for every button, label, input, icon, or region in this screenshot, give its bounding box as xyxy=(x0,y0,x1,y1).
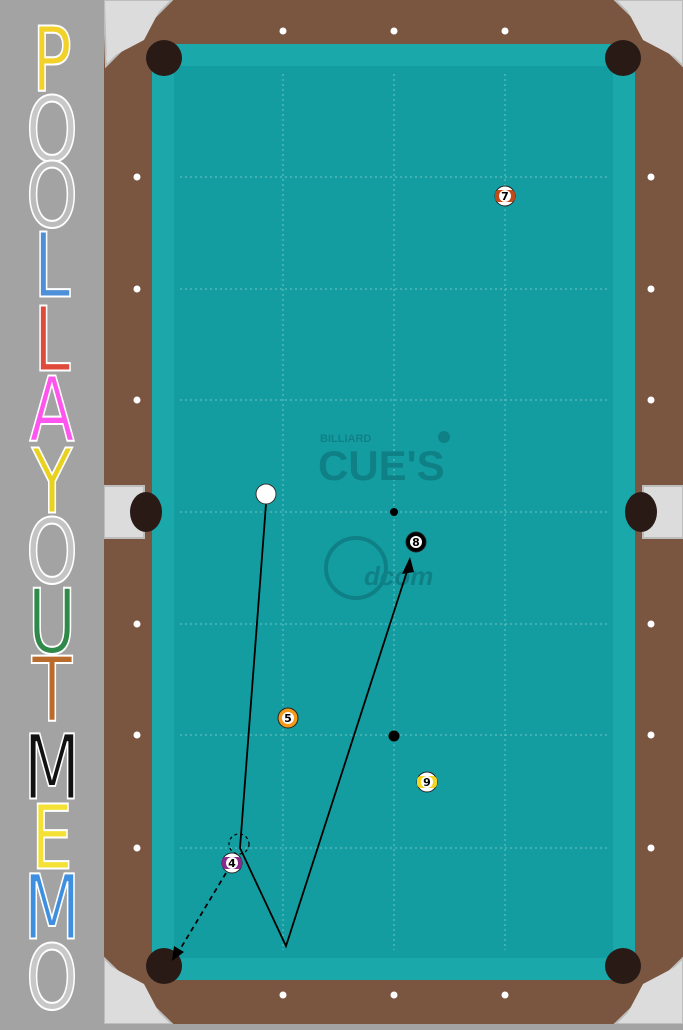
title-letter: M xyxy=(23,855,81,960)
title-letter: A xyxy=(29,357,76,462)
ball-number-spot xyxy=(421,776,433,788)
pool-table: BILLIARD CUE'S dcom 7 8 5 9 4 xyxy=(104,0,683,1024)
pocket-side-right xyxy=(625,492,657,532)
watermark-logo-icon xyxy=(324,536,388,600)
title-letter: O xyxy=(25,925,78,1030)
title-letter: O xyxy=(25,143,78,248)
ball-number: 8 xyxy=(412,536,420,549)
watermark-logo-text: dcom xyxy=(364,561,433,591)
head-spot xyxy=(390,508,398,516)
pocket-side-left xyxy=(130,492,162,532)
felt-grid xyxy=(180,74,607,950)
ball-4[interactable]: 4 xyxy=(221,852,243,874)
watermark: BILLIARD CUE'S dcom xyxy=(318,431,450,600)
title-letter: E xyxy=(30,785,73,890)
title-letter: P xyxy=(31,7,72,112)
foot-spot xyxy=(388,730,400,742)
cue-ball-path xyxy=(239,503,411,949)
pocket-bottom-right xyxy=(605,948,641,984)
title-letter: O xyxy=(25,77,78,182)
ball-8[interactable]: 8 xyxy=(405,531,427,553)
title-letter: L xyxy=(33,287,71,392)
title-letter: M xyxy=(23,715,81,820)
ball-number-spot xyxy=(282,712,294,724)
title-letter: O xyxy=(25,499,78,604)
arrow-8-icon xyxy=(402,557,414,574)
title-letter: U xyxy=(27,569,77,674)
ball-number: 7 xyxy=(501,190,509,203)
ball-number-spot xyxy=(499,190,511,202)
watermark-brand-text: CUE'S xyxy=(318,442,445,489)
title-letter: Y xyxy=(31,429,73,534)
object-ball-path xyxy=(175,872,227,957)
pocket-top-right xyxy=(605,40,641,76)
ghost-ball xyxy=(228,833,250,855)
ball-5[interactable]: 5 xyxy=(277,707,299,729)
rail-diamonds xyxy=(133,27,655,999)
ball-number-spot xyxy=(410,536,422,548)
shot-lines xyxy=(175,503,411,957)
pocket-top-left xyxy=(146,40,182,76)
object-balls: 7 8 5 9 4 xyxy=(221,185,516,874)
watermark-ball-icon xyxy=(438,431,450,443)
arrow-pocket-icon xyxy=(172,946,184,961)
watermark-small-text: BILLIARD xyxy=(320,433,371,445)
ball-number: 5 xyxy=(284,712,292,725)
title-letter: L xyxy=(33,213,71,318)
ball-7[interactable]: 7 xyxy=(494,185,516,207)
title-letter: T xyxy=(31,637,73,742)
cue-ball[interactable] xyxy=(255,483,277,505)
pockets xyxy=(130,40,657,984)
ball-number-spot xyxy=(226,857,238,869)
ball-number: 4 xyxy=(228,857,236,870)
ball-9[interactable]: 9 xyxy=(416,771,438,793)
ball-number: 9 xyxy=(423,776,431,789)
